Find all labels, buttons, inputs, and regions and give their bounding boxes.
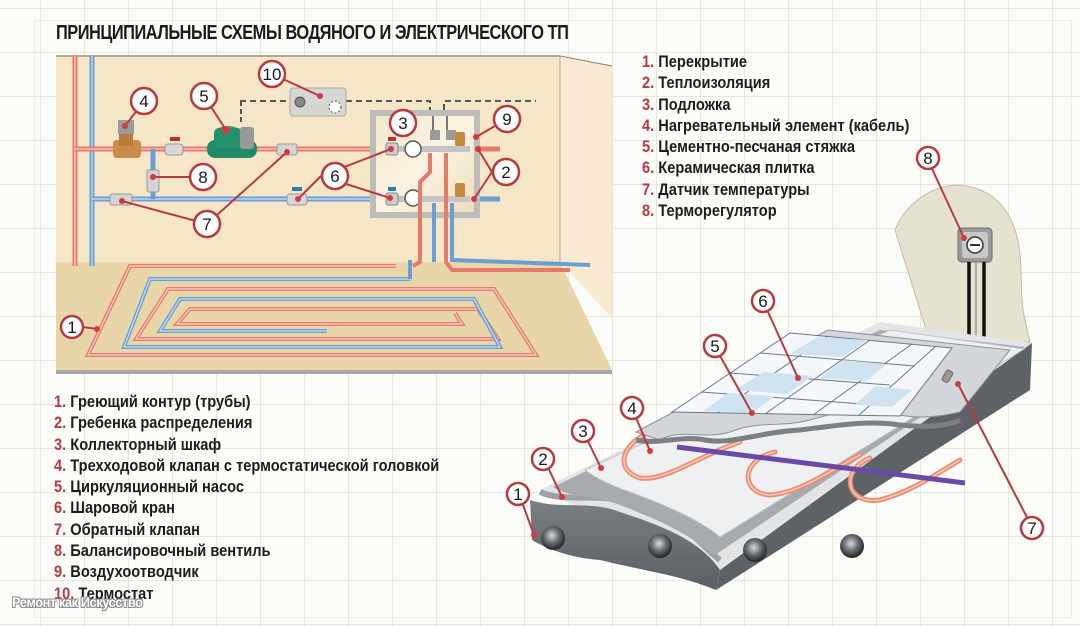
callout-electric-6: 6 xyxy=(750,288,776,314)
heating-loop xyxy=(84,260,540,357)
legend-item: 6. Шаровой кран xyxy=(54,498,175,518)
legend-item: 6. Керамическая плитка xyxy=(642,158,815,178)
svg-text:8: 8 xyxy=(923,149,932,168)
callout-electric-7: 7 xyxy=(1019,515,1045,541)
legend-item: 4. Трехходовой клапан с термостатической… xyxy=(54,455,440,475)
legend-item: 3. Подложка xyxy=(642,94,731,114)
svg-text:9: 9 xyxy=(502,110,511,129)
legend-item: 1. Перекрытие xyxy=(642,52,747,71)
diagram-frame xyxy=(34,20,1072,618)
svg-text:5: 5 xyxy=(199,87,208,106)
diagram-title: ПРИНЦИПИАЛЬНЫЕ СХЕМЫ ВОДЯНОГО И ЭЛЕКТРИЧ… xyxy=(56,22,569,44)
svg-text:7: 7 xyxy=(1027,519,1036,538)
callout-water-10: 10 xyxy=(257,59,287,89)
callout-water-2: 2 xyxy=(491,157,521,187)
electric-scheme xyxy=(530,184,1032,590)
svg-text:1: 1 xyxy=(513,485,522,504)
svg-text:7: 7 xyxy=(202,215,211,234)
svg-text:3: 3 xyxy=(398,114,407,133)
legend-item: 9. Воздухоотводчик xyxy=(54,562,199,582)
svg-text:6: 6 xyxy=(330,167,339,186)
svg-text:4: 4 xyxy=(627,399,636,418)
watermark: Ремонт как Искусство xyxy=(12,594,143,610)
legend-item: 2. Теплоизоляция xyxy=(642,73,771,93)
svg-text:10: 10 xyxy=(263,65,282,84)
callout-water-1: 1 xyxy=(59,314,85,340)
legend-item: 1. Греющий контур (трубы) xyxy=(54,392,251,411)
legend-item: 5. Цементно-песчаная стяжка xyxy=(642,137,855,157)
side-wall xyxy=(560,56,612,318)
callout-dots xyxy=(94,93,967,538)
legend-item: 10. Термостат xyxy=(54,583,154,603)
callout-water-3: 3 xyxy=(388,108,418,138)
callout-electric-4: 4 xyxy=(619,395,645,421)
svg-text:4: 4 xyxy=(139,92,148,111)
legend-item: 3. Коллекторный шкаф xyxy=(54,434,222,454)
callout-electric-8: 8 xyxy=(915,145,941,171)
svg-text:8: 8 xyxy=(198,168,207,187)
svg-text:3: 3 xyxy=(578,422,587,441)
legend-item: 5. Циркуляционный насос xyxy=(54,477,245,497)
slab-front xyxy=(530,500,720,590)
legend-item: 4. Нагревательный элемент (кабель) xyxy=(642,115,910,135)
electric-legend: 1. Перекрытие 2. Теплоизоляция 3. Подлож… xyxy=(642,51,953,221)
water-scheme xyxy=(56,55,613,374)
callout-electric-2: 2 xyxy=(530,446,556,472)
svg-text:6: 6 xyxy=(758,292,767,311)
mounting-tape xyxy=(676,444,966,486)
callout-water-7: 7 xyxy=(192,209,222,239)
wall-fragment xyxy=(894,184,1031,343)
water-callouts: 1 2 3 4 5 6 7 8 9 10 xyxy=(59,59,522,340)
collector-cabinet xyxy=(370,110,480,218)
electric-callouts: 1 2 3 4 5 6 7 8 xyxy=(505,145,1045,541)
svg-text:2: 2 xyxy=(538,450,547,469)
callout-water-4: 4 xyxy=(129,86,159,116)
legend-item: 8. Балансировочный вентиль xyxy=(54,541,271,561)
callout-water-9: 9 xyxy=(492,104,522,134)
water-legend: 1. Греющий контур (трубы) 2. Гребенка ра… xyxy=(54,391,502,604)
legend-item: 8. Терморегулятор xyxy=(642,201,777,221)
slab-hollows xyxy=(541,526,864,562)
legend-item: 7. Датчик температуры xyxy=(642,179,810,199)
legend-item: 2. Гребенка распределения xyxy=(54,413,253,433)
callout-electric-3: 3 xyxy=(570,418,596,444)
callout-water-5: 5 xyxy=(189,81,219,111)
callout-electric-5: 5 xyxy=(702,333,728,359)
callout-electric-1: 1 xyxy=(505,481,531,507)
legend-item: 7. Обратный клапан xyxy=(54,519,200,539)
svg-text:2: 2 xyxy=(501,163,510,182)
callout-water-8: 8 xyxy=(188,162,218,192)
svg-text:1: 1 xyxy=(67,318,76,337)
callout-water-6: 6 xyxy=(320,161,350,191)
svg-text:5: 5 xyxy=(710,337,719,356)
